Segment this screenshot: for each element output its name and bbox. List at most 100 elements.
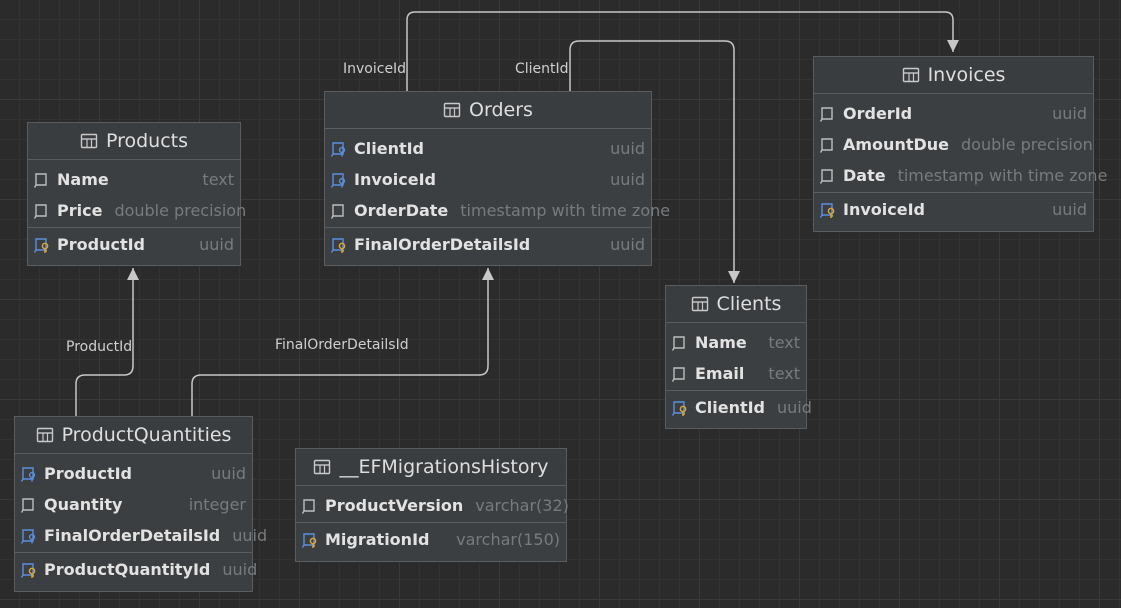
link-finalorderdetailsid-line — [191, 268, 494, 416]
column-name: ProductId — [44, 464, 132, 483]
column-icon — [301, 497, 319, 515]
column-type: text — [202, 170, 234, 189]
key-divider — [666, 390, 806, 391]
link-productid-line — [75, 268, 139, 416]
key-divider — [814, 192, 1093, 193]
column-row[interactable]: Price double precision — [28, 195, 246, 226]
link-invoiceid-line — [406, 11, 959, 91]
column-type: varchar(32) — [475, 496, 569, 515]
link-clientid-line — [569, 40, 740, 283]
column-icon — [330, 202, 348, 220]
column-icon — [20, 496, 38, 514]
primary-key-column-icon — [330, 236, 348, 254]
column-name: ClientId — [695, 398, 766, 417]
primary-key-column-icon — [301, 531, 319, 549]
primary-key-column-icon — [20, 561, 38, 579]
table-icon — [313, 459, 331, 475]
column-name: ProductQuantityId — [44, 560, 211, 579]
column-row[interactable]: ProductQuantityId uuid — [15, 554, 257, 585]
foreign-key-column-icon — [330, 140, 348, 158]
column-name: Price — [57, 201, 103, 220]
column-row[interactable]: ProductId uuid — [28, 229, 240, 260]
column-type: uuid — [610, 235, 645, 254]
foreign-key-column-icon — [20, 527, 38, 545]
table-header[interactable]: Invoices — [814, 57, 1093, 94]
column-type: timestamp with time zone — [460, 201, 671, 220]
column-type: uuid — [610, 170, 645, 189]
foreign-key-column-icon — [20, 465, 38, 483]
column-row[interactable]: ClientId uuid — [325, 133, 651, 164]
column-name: ProductVersion — [325, 496, 464, 515]
table-title: Clients — [716, 293, 782, 315]
table-title: Products — [105, 130, 189, 152]
column-type: double precision — [961, 135, 1093, 154]
column-type: uuid — [232, 526, 268, 545]
column-name: ProductId — [57, 235, 145, 254]
column-type: uuid — [610, 139, 645, 158]
table-icon — [80, 133, 98, 149]
table-header[interactable]: ProductQuantities — [15, 417, 252, 454]
column-icon — [819, 105, 837, 123]
column-name: InvoiceId — [354, 170, 436, 189]
key-divider — [325, 227, 651, 228]
column-icon — [33, 171, 51, 189]
table-header[interactable]: Orders — [325, 92, 651, 129]
column-name: InvoiceId — [843, 200, 925, 219]
table-icon — [36, 427, 54, 443]
column-name: Quantity — [44, 495, 123, 514]
primary-key-column-icon — [671, 399, 689, 417]
table-header[interactable]: __EFMigrationsHistory — [296, 449, 566, 486]
column-icon — [671, 365, 689, 383]
column-row[interactable]: Name text — [28, 164, 240, 195]
column-row[interactable]: InvoiceId uuid — [325, 164, 651, 195]
key-divider — [296, 522, 566, 523]
column-type: uuid — [199, 235, 234, 254]
table-title: Invoices — [927, 64, 1006, 86]
link-label-productid: ProductId — [66, 339, 133, 355]
column-type: double precision — [114, 201, 247, 220]
column-name: MigrationId — [325, 530, 430, 549]
column-row[interactable]: Quantity integer — [15, 489, 252, 520]
key-divider — [15, 552, 252, 553]
column-name: ClientId — [354, 139, 425, 158]
table-icon — [443, 102, 461, 118]
column-row[interactable]: ProductVersion varchar(32) — [296, 490, 569, 521]
column-type: integer — [188, 495, 246, 514]
column-type: text — [768, 333, 800, 352]
column-icon — [819, 167, 837, 185]
table-header[interactable]: Products — [28, 123, 240, 160]
primary-key-column-icon — [819, 201, 837, 219]
column-icon — [671, 334, 689, 352]
table-icon — [902, 67, 920, 83]
table-header[interactable]: Clients — [666, 286, 806, 323]
table-icon — [691, 296, 709, 312]
column-icon — [33, 202, 51, 220]
column-name: AmountDue — [843, 135, 949, 154]
column-row[interactable]: AmountDue double precision — [814, 129, 1093, 160]
column-name: Name — [57, 170, 109, 189]
column-name: Email — [695, 364, 745, 383]
column-name: OrderId — [843, 104, 913, 123]
column-type: uuid — [222, 560, 258, 579]
column-icon — [819, 136, 837, 154]
foreign-key-column-icon — [330, 171, 348, 189]
